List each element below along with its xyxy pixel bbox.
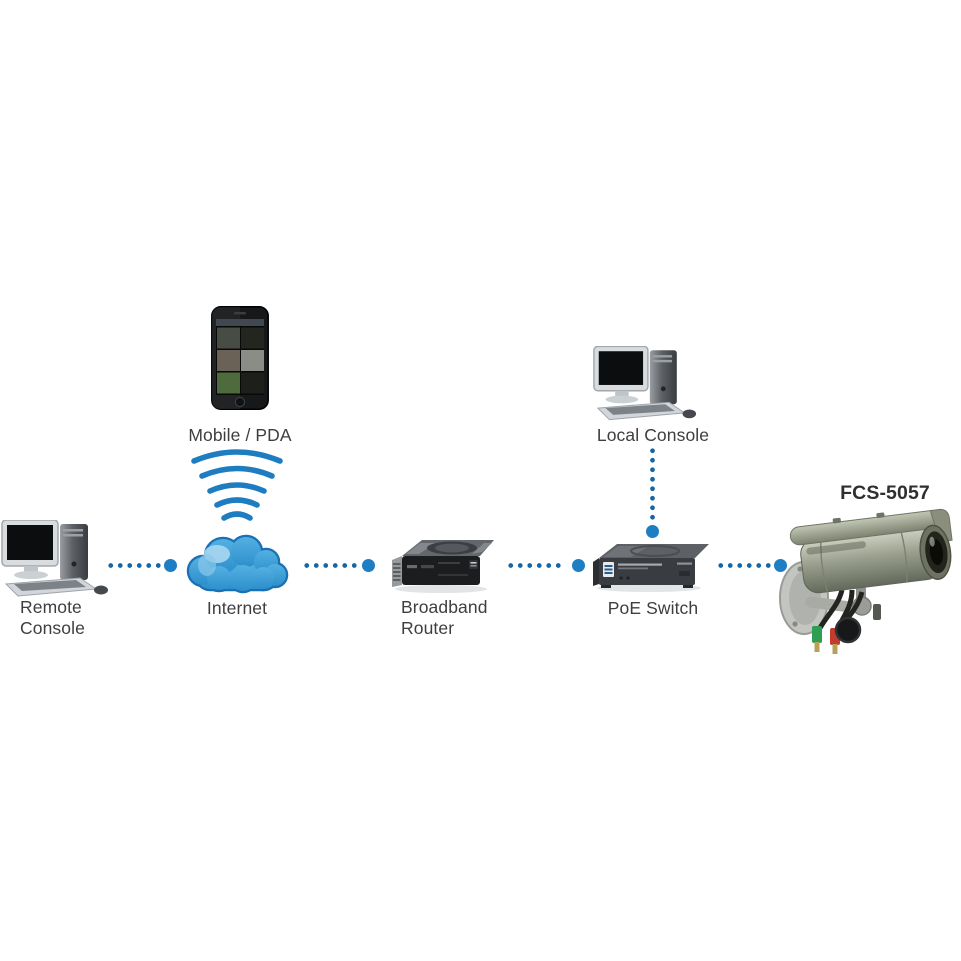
cloud-icon xyxy=(186,534,289,594)
bullet-camera-icon xyxy=(779,508,953,654)
node-label-internet: Internet xyxy=(206,598,268,618)
node-broadband-router xyxy=(386,534,498,596)
smartphone-icon xyxy=(211,306,269,410)
dotted-line xyxy=(106,563,162,568)
dotted-line xyxy=(506,563,562,568)
wireless-signal-icon xyxy=(191,449,283,521)
node-internet xyxy=(183,526,291,598)
connection-endpoint-dot xyxy=(572,559,585,572)
node-label-broadband-router: Broadband Router xyxy=(401,597,488,639)
desktop-computer-icon xyxy=(1,520,108,597)
node-label-ip-camera: FCS-5057 xyxy=(840,482,930,504)
node-poe-switch xyxy=(591,538,715,596)
connection-endpoint-dot xyxy=(774,559,787,572)
connection-mobile-internet xyxy=(191,448,283,526)
node-mobile-pda xyxy=(211,306,269,410)
node-label-remote-console: Remote Console xyxy=(20,597,85,639)
desktop-computer-icon xyxy=(593,346,697,421)
router-icon xyxy=(392,540,494,593)
dotted-line xyxy=(302,563,358,568)
node-ip-camera xyxy=(778,506,961,656)
poe-switch-icon xyxy=(593,544,709,592)
connection-endpoint-dot xyxy=(164,559,177,572)
node-label-mobile-pda: Mobile / PDA xyxy=(188,425,292,445)
node-label-poe-switch: PoE Switch xyxy=(607,598,699,618)
connection-endpoint-dot xyxy=(646,525,659,538)
dotted-line xyxy=(716,563,774,568)
node-remote-console xyxy=(0,520,110,598)
node-local-console xyxy=(592,346,698,422)
connection-endpoint-dot xyxy=(362,559,375,572)
node-label-local-console: Local Console xyxy=(596,425,710,445)
dotted-line-vertical xyxy=(650,446,655,520)
